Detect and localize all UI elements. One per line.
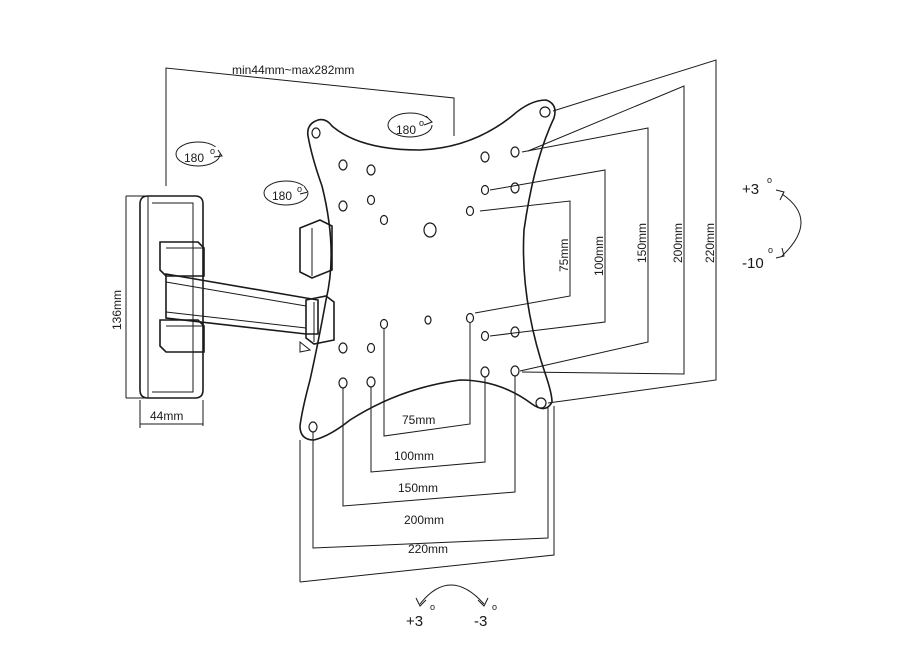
extension-dimension [165,67,455,186]
horizontal-dimensions [299,323,555,583]
horizontal-100-label: 100mm [394,449,434,463]
vertical-220-label: 220mm [703,223,717,263]
hole-75-bl [379,318,389,330]
swivel-arm-label: 180 [272,189,292,203]
vertical-100-label: 100mm [592,236,606,276]
vesa-plate [299,99,556,441]
tilt-down-label: -10 [742,255,764,272]
vertical-75-label: 75mm [557,239,571,272]
swivel-plate-label: 180 [396,123,416,137]
wall-plate-height-label: 136mm [110,290,124,330]
hole-220-bl [308,421,318,433]
horizontal-200-label: 200mm [404,513,444,527]
hole-220-tl [311,127,321,139]
hole-150-tr [480,151,490,163]
svg-text:o: o [430,602,435,612]
rotation-arrow-icon [175,141,223,167]
hole-150-br [480,366,490,378]
wall-plate [139,195,204,399]
tilt-up-label: +3 [742,181,759,198]
horizontal-220-label: 220mm [408,542,448,556]
swivel-wall-label: 180 [184,151,204,165]
vertical-dimensions [474,59,717,404]
hole-200-br [510,365,520,377]
hole-200-tr [510,146,520,158]
hole-220-br [535,397,547,409]
articulating-arm [159,219,335,353]
horizontal-75-label: 75mm [402,413,435,427]
hole-75-tl [379,214,389,226]
hole-200-tl [338,159,348,171]
svg-text:o: o [419,118,424,128]
hole-150-tl [366,164,376,176]
arm-extension-label: min44mm~max282mm [232,63,354,77]
hole-75-br [465,312,475,324]
wall-plate-dimensions [125,195,204,428]
wall-plate-depth-label: 44mm [150,409,183,423]
horizontal-150-label: 150mm [398,481,438,495]
rotation-arrow-icon [263,180,309,206]
hole-150-bl [366,376,376,388]
center-hole [423,222,437,238]
rotation-arrow-icon [387,112,433,138]
tilt-arrow-icon [775,189,802,259]
svg-text:o: o [492,602,497,612]
vertical-200-label: 200mm [671,223,685,263]
svg-text:o: o [768,245,773,255]
level-left-label: +3 [406,613,423,630]
vertical-150-label: 150mm [635,223,649,263]
svg-text:o: o [767,175,772,185]
hole-75-tr [465,205,475,217]
svg-text:o: o [210,146,215,156]
level-arrow-icon [415,584,489,607]
level-right-label: -3 [474,613,487,630]
hole-200-bl [338,377,348,389]
hole-220-tr [539,106,551,118]
svg-text:o: o [297,184,302,194]
